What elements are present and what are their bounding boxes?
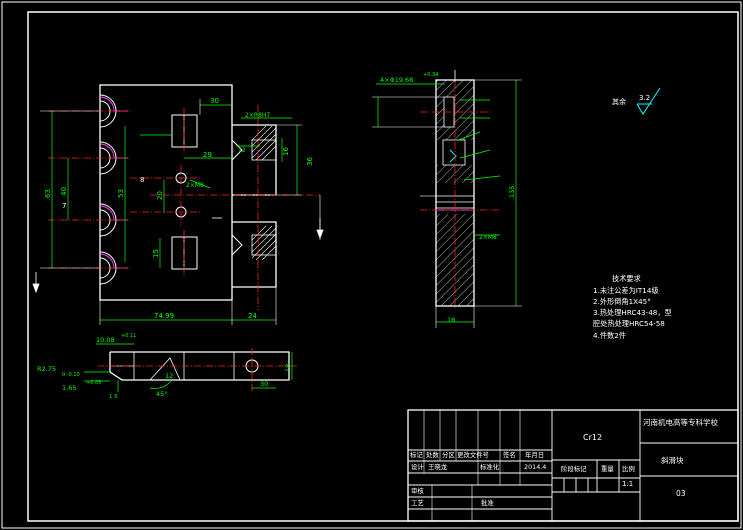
front-dim-74: 74.99 <box>154 312 174 320</box>
drawing-border <box>27 11 739 522</box>
front-dim-30: 30 <box>210 97 219 105</box>
tb-sign: 签名 <box>503 451 516 459</box>
front-dim-2x2: 2×R8H7 <box>245 112 270 119</box>
front-dim-53: 53 <box>117 189 125 198</box>
bottom-dim-top-tol: +0.11 <box>121 333 136 339</box>
bottom-dim-30: 30 <box>260 380 268 388</box>
side-dim-18: 18 <box>447 316 455 324</box>
tech-note-1: 1.未注公差为IT14级 <box>593 286 659 295</box>
tech-note-5: 4.件数2件 <box>593 331 626 340</box>
bottom-dim-12: 12 <box>165 372 173 380</box>
front-dim-24: 24 <box>248 312 257 320</box>
tb-designer: 王晓龙 <box>428 463 448 471</box>
bottom-dim-top: 10.08 <box>96 336 115 344</box>
bottom-dim-45: 45° <box>156 390 168 398</box>
tb-school: 河南机电高等专科学校 <box>643 418 718 427</box>
tech-notes-title: 技术要求 <box>612 274 641 283</box>
tb-std: 标准化 <box>480 463 500 471</box>
roughness-value: 3.2 <box>639 94 650 102</box>
bottom-dim-r2-tol: 0 -0.10 <box>62 372 80 378</box>
tb-review: 审核 <box>411 487 424 495</box>
side-dim-holes: 4×Φ19.68 <box>380 76 413 84</box>
tb-date-header: 年月日 <box>525 451 545 459</box>
tb-date: 2014.4 <box>524 463 547 471</box>
tb-approve: 批准 <box>481 499 494 507</box>
front-dim-20: 20 <box>156 191 164 200</box>
side-dim-tol: +0.34 <box>423 72 438 78</box>
front-step-lower <box>232 221 277 288</box>
tech-note-2: 2.外形倒角1X45° <box>593 297 651 306</box>
front-dim-40: 40 <box>60 187 68 196</box>
tb-change-doc: 更改文件号 <box>457 451 489 459</box>
roughness-label: 其余 <box>612 97 626 106</box>
bottom-body-outline <box>109 351 290 381</box>
front-body-outline <box>99 84 233 301</box>
bottom-dim-18: 18 <box>284 364 292 372</box>
front-dim-63: 63 <box>44 189 52 198</box>
front-dim-8: 8 <box>140 176 144 184</box>
front-dim-thread: 2×M8 <box>186 182 204 189</box>
bottom-dim-r2: R2.75 <box>37 365 56 373</box>
tb-ratio: 比例 <box>622 465 635 473</box>
side-view: 4×Φ19.68 +0.34 2×M8 18 135 <box>372 70 522 328</box>
bottom-dim-r1-tol: +0.05 <box>86 380 101 386</box>
title-block <box>407 409 739 522</box>
side-dim-135: 135 <box>508 186 516 198</box>
front-dim-29: 29 <box>203 151 212 159</box>
front-dim-12: 12 <box>238 147 246 154</box>
front-dim-16: 16 <box>282 147 290 156</box>
tb-zone: 分区 <box>442 451 455 459</box>
front-view: 30 29 2×M8 2×R8H7 12 24 74.99 63 40 53 2… <box>32 84 324 325</box>
tb-weight: 重量 <box>601 465 614 473</box>
front-dim-15: 15 <box>152 249 160 258</box>
tech-note-4: 腔处热处理HRC54-58 <box>593 319 665 328</box>
tb-scale: 1:1 <box>622 480 634 488</box>
tb-drawing-no: 03 <box>676 489 686 498</box>
pocket-upper <box>171 114 198 148</box>
pocket-lower <box>171 236 198 270</box>
roughness-symbol: 其余 3.2 <box>612 87 661 115</box>
tb-process: 工艺 <box>411 499 424 507</box>
tb-material: Cr12 <box>583 433 603 442</box>
tb-mark: 标记 <box>410 451 423 459</box>
tb-design: 设计 <box>411 463 424 471</box>
bottom-view: 10.08 +0.11 R2.75 0 -0.10 1.65 +0.05 12 … <box>37 333 298 400</box>
side-dim-m8: 2×M8 <box>479 234 497 241</box>
bottom-dim-15: 1.5 <box>109 394 118 400</box>
front-dim-36: 36 <box>306 157 314 166</box>
tb-part-name: 斜滑块 <box>661 456 684 465</box>
tb-qty: 处数 <box>426 451 439 459</box>
tech-note-3: 3.热处理HRC43-48，型 <box>593 308 672 317</box>
tb-stage: 阶段标记 <box>561 465 587 473</box>
bottom-dim-r1: 1.65 <box>62 384 76 392</box>
front-dim-7: 7 <box>62 202 66 210</box>
